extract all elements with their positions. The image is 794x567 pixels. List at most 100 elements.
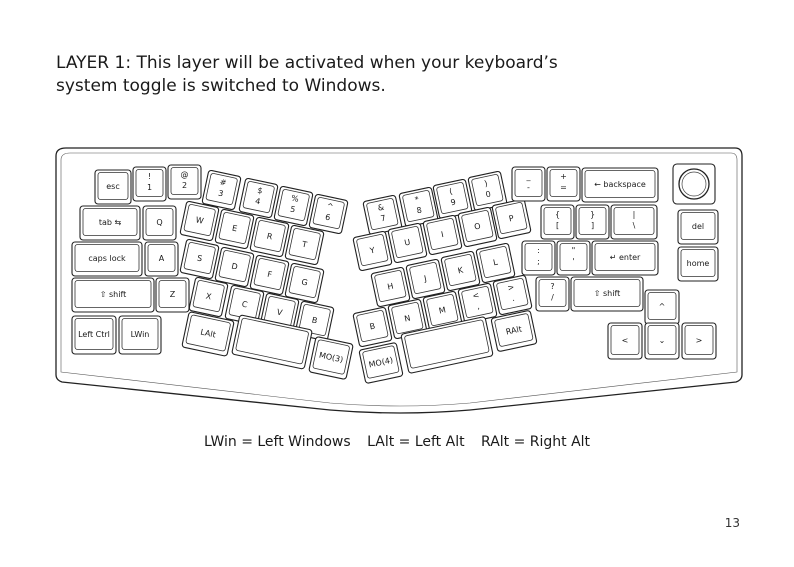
legend-lalt: LAlt = Left Alt <box>367 434 465 450</box>
keycap-face <box>185 314 231 352</box>
key-rshift[interactable]: ⇧ shift <box>570 276 644 312</box>
key-label: ; <box>537 257 540 266</box>
key-h[interactable]: H <box>370 266 411 308</box>
key-q[interactable]: Q <box>142 205 177 241</box>
key-k5[interactable]: %5 <box>273 185 314 227</box>
key-k8[interactable]: *8 <box>398 186 439 228</box>
key-b2[interactable]: B <box>352 306 393 348</box>
legend-ralt: RAlt = Right Alt <box>481 434 591 450</box>
keycap-face <box>145 208 174 236</box>
keycap-face <box>514 169 543 197</box>
key-esc[interactable]: esc <box>94 169 132 205</box>
key-lbracket[interactable]: {[ <box>540 204 575 240</box>
key-d[interactable]: D <box>214 246 255 288</box>
key-lalt[interactable]: LAlt <box>181 311 235 357</box>
key-f[interactable]: F <box>249 254 290 296</box>
keycap-face <box>253 220 286 252</box>
key-mo4[interactable]: MO(4) <box>358 342 404 384</box>
key-k9[interactable]: (9 <box>432 178 473 220</box>
key-p[interactable]: P <box>491 198 532 240</box>
key-label: ⌄ <box>659 336 666 345</box>
key-slash[interactable]: ?/ <box>535 276 570 312</box>
key-c[interactable]: C <box>224 284 265 326</box>
key-j[interactable]: J <box>405 258 446 300</box>
key-k7[interactable]: &7 <box>362 194 403 236</box>
key-space_r[interactable] <box>400 316 494 374</box>
key-label: # <box>219 178 228 188</box>
key-caps[interactable]: caps lock <box>71 241 143 277</box>
key-label: X <box>205 292 213 302</box>
keycap-face <box>461 286 494 318</box>
key-s[interactable]: S <box>179 238 220 280</box>
key-r[interactable]: R <box>249 216 290 258</box>
key-y[interactable]: Y <box>352 230 393 272</box>
key-left[interactable]: < <box>607 322 643 360</box>
key-up[interactable]: ^ <box>644 289 680 325</box>
key-g[interactable]: G <box>284 262 325 304</box>
key-k4[interactable]: $4 <box>238 177 279 219</box>
key-enter[interactable]: ↵ enter <box>591 240 659 276</box>
keycap-face <box>409 262 442 294</box>
key-i[interactable]: I <box>422 214 463 256</box>
key-label: 7 <box>380 213 387 223</box>
key-label: 6 <box>324 212 331 222</box>
key-k6[interactable]: ^6 <box>308 193 349 235</box>
keycap-face <box>74 244 140 272</box>
key-label: > <box>696 336 703 345</box>
key-quote[interactable]: "' <box>556 240 591 276</box>
key-semicolon[interactable]: :; <box>521 240 556 276</box>
key-k2[interactable]: @2 <box>167 164 202 200</box>
key-t[interactable]: T <box>284 224 325 266</box>
key-home[interactable]: home <box>677 246 719 282</box>
key-space_l[interactable] <box>231 314 313 370</box>
key-l[interactable]: L <box>475 242 516 284</box>
keycap-face <box>647 292 677 320</box>
key-label: < <box>472 291 480 301</box>
keycap-face <box>374 270 407 302</box>
abbreviation-legend: LWin = Left Windows LAlt = Left Alt RAlt… <box>0 434 794 450</box>
rotary-knob[interactable] <box>672 163 716 205</box>
key-lwin[interactable]: LWin <box>118 315 162 355</box>
key-label: = <box>560 183 567 192</box>
key-label: esc <box>106 182 120 191</box>
key-del[interactable]: del <box>677 209 719 245</box>
key-k0[interactable]: )0 <box>467 170 508 212</box>
key-label: W <box>195 215 205 225</box>
key-backslash[interactable]: |\ <box>610 204 658 240</box>
key-period[interactable]: >. <box>492 274 533 316</box>
key-e[interactable]: E <box>214 208 255 250</box>
key-minus[interactable]: _- <box>511 166 546 202</box>
key-label: H <box>387 281 395 291</box>
key-k[interactable]: K <box>440 250 481 292</box>
key-backspace[interactable]: ← backspace <box>581 167 659 203</box>
key-u[interactable]: U <box>387 222 428 264</box>
key-label: " <box>572 246 576 255</box>
keycap-face <box>684 325 714 355</box>
key-z[interactable]: Z <box>155 277 190 313</box>
key-k1[interactable]: !1 <box>132 166 167 202</box>
key-label: L <box>492 258 499 268</box>
key-tab[interactable]: tab ⇆ <box>79 205 141 241</box>
key-n[interactable]: N <box>387 298 428 340</box>
key-o[interactable]: O <box>457 206 498 248</box>
key-label: ⇧ shift <box>100 290 127 299</box>
key-lctrl[interactable]: Left Ctrl <box>71 315 117 355</box>
keycap-face <box>538 279 567 307</box>
key-lshift[interactable]: ⇧ shift <box>71 277 155 313</box>
key-label: 8 <box>416 205 423 215</box>
keycap-face <box>444 254 477 286</box>
key-comma[interactable]: <, <box>457 282 498 324</box>
key-w[interactable]: W <box>179 200 220 242</box>
key-k3[interactable]: #3 <box>201 169 242 211</box>
key-down[interactable]: ⌄ <box>644 322 680 360</box>
key-equal[interactable]: += <box>546 166 581 202</box>
key-rbracket[interactable]: }] <box>575 204 610 240</box>
keycap-face <box>578 207 607 235</box>
keycap-face <box>461 210 494 242</box>
key-ralt[interactable]: RAlt <box>490 310 538 352</box>
keycap-face <box>404 319 490 369</box>
key-mo3[interactable]: MO(3) <box>308 336 354 380</box>
key-right[interactable]: > <box>681 322 717 360</box>
key-x[interactable]: X <box>188 276 229 318</box>
key-a[interactable]: A <box>144 241 179 277</box>
